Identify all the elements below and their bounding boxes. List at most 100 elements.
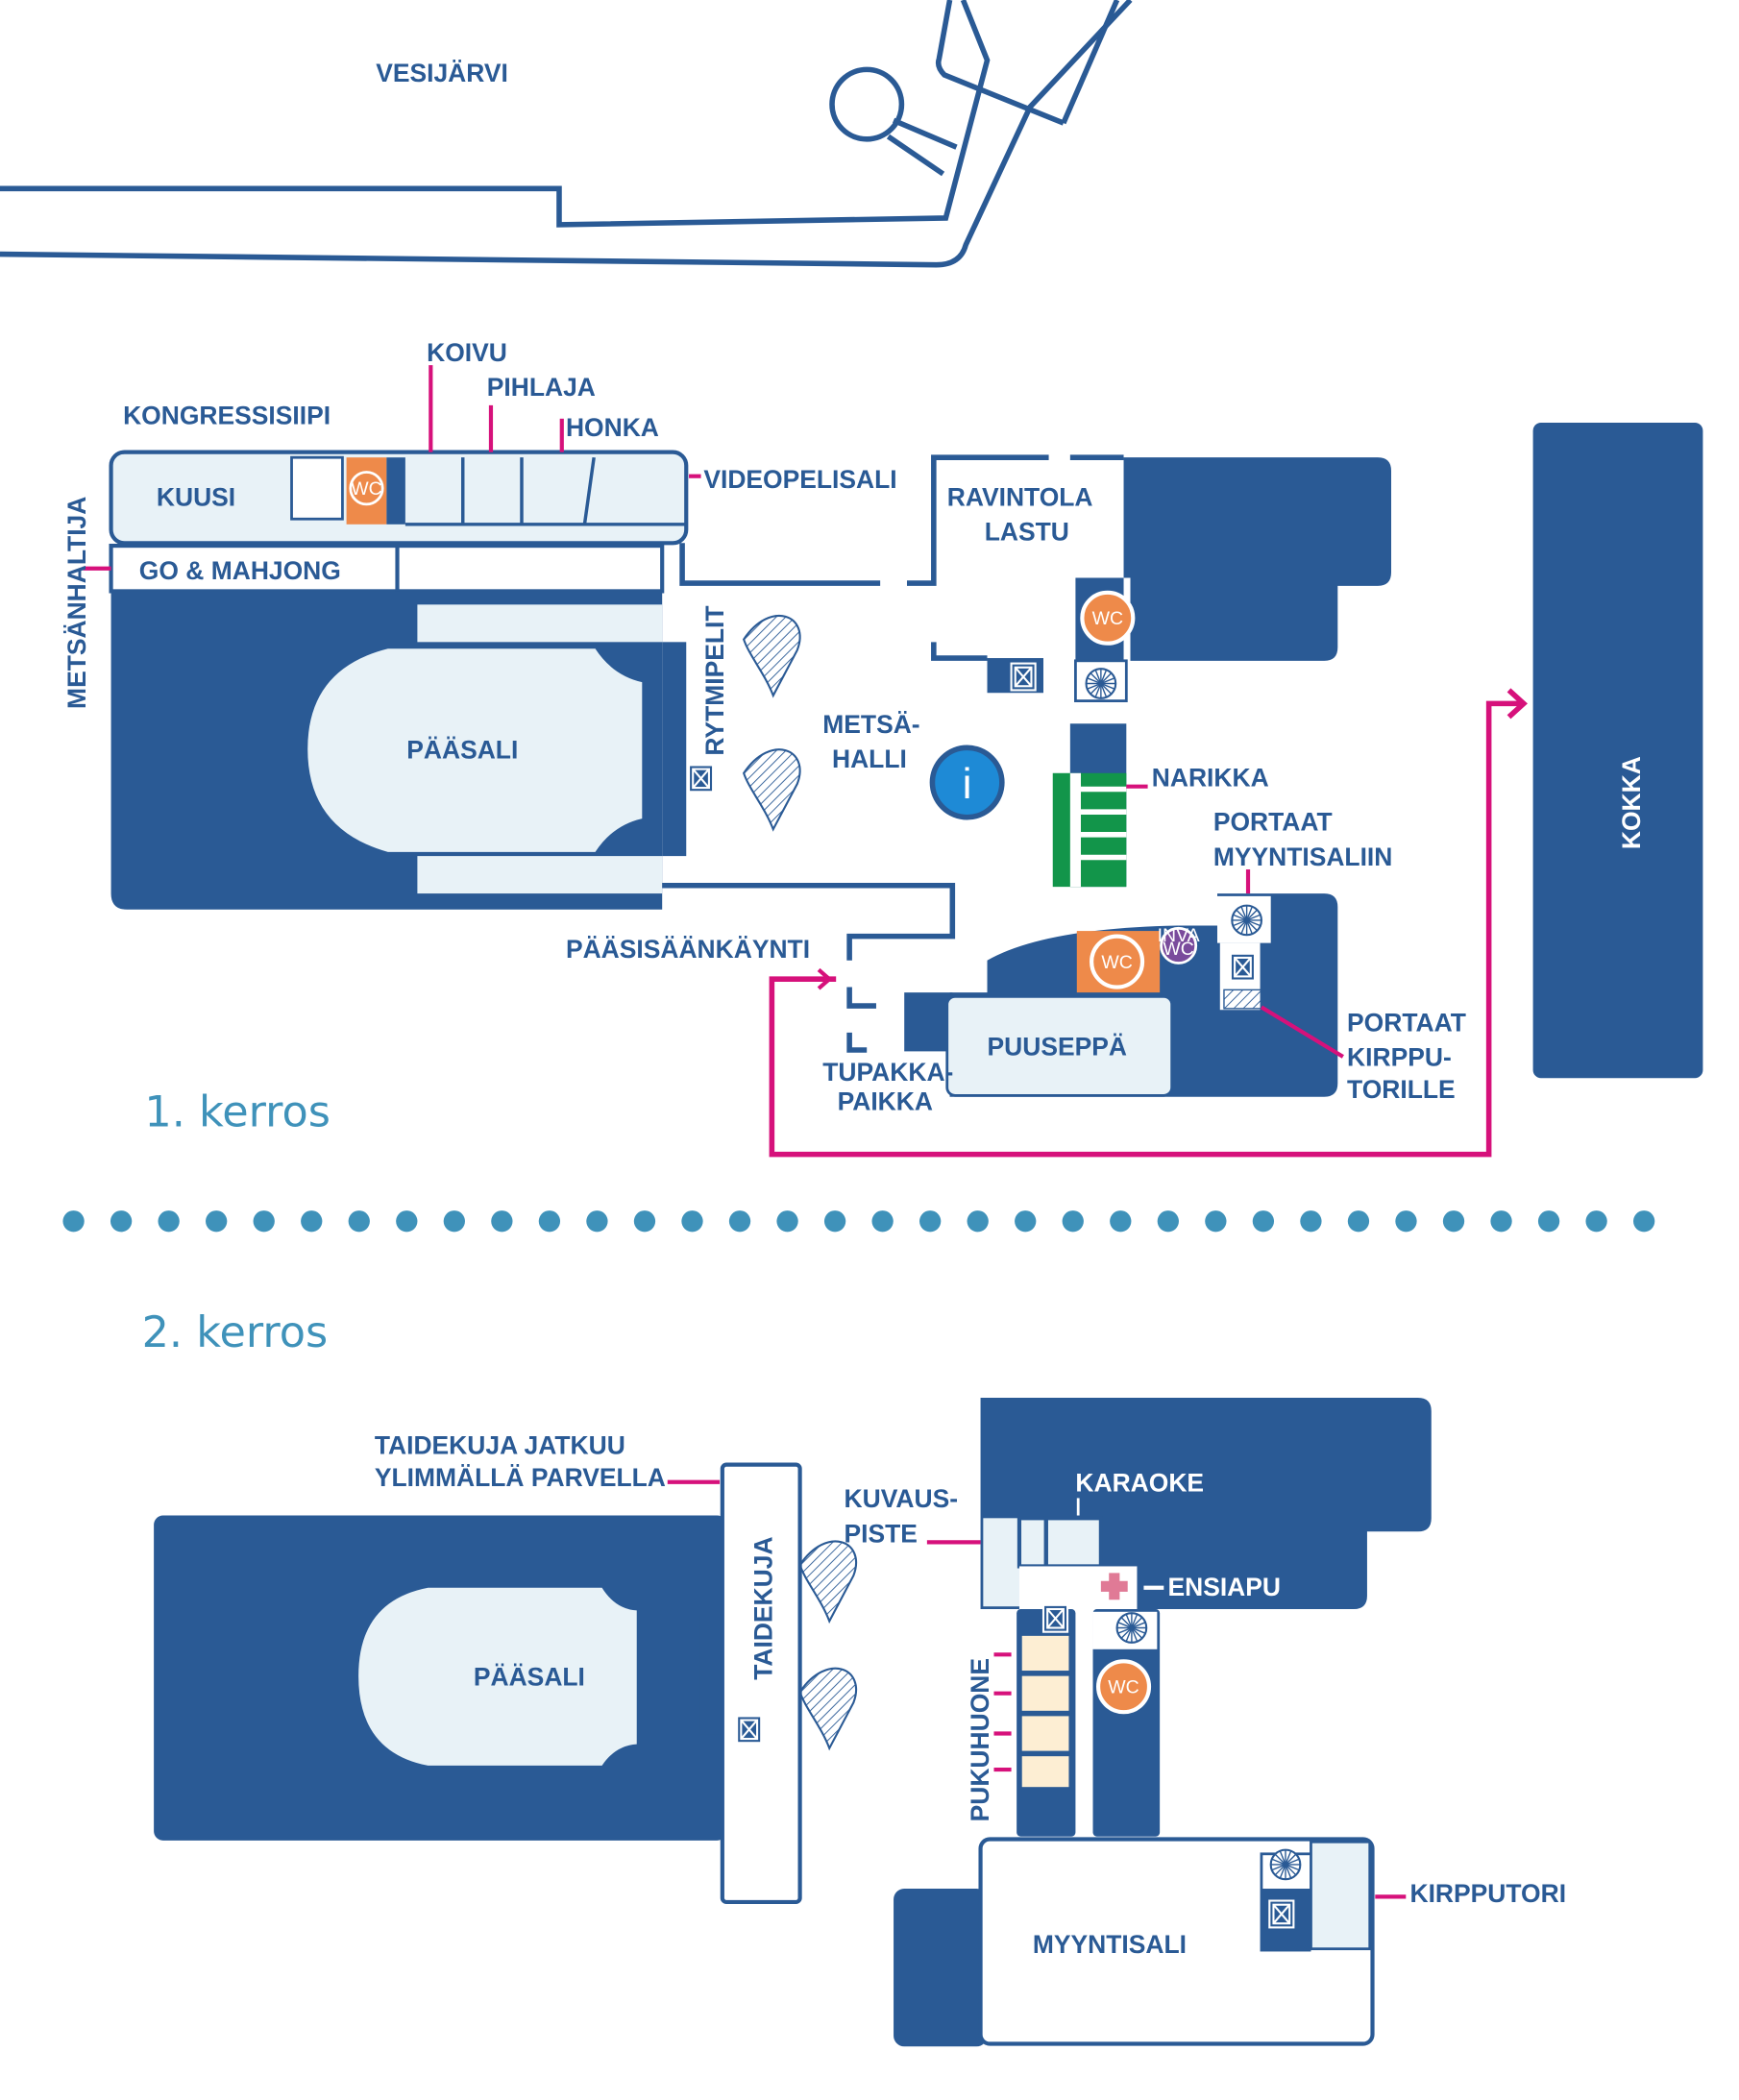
divider-dot xyxy=(586,1210,608,1233)
floor2-plan xyxy=(154,1398,1432,2047)
harbour-outline xyxy=(0,0,1133,268)
svg-text:WC: WC xyxy=(1092,608,1123,629)
stairs-icon xyxy=(1085,668,1117,699)
first-aid-icon xyxy=(1092,1567,1137,1605)
label-paasali-2: PÄÄSALI xyxy=(474,1662,585,1691)
divider-dot xyxy=(1537,1210,1560,1233)
stairs-icon xyxy=(1231,904,1262,937)
divider-dot xyxy=(1252,1210,1275,1233)
floor1-plan xyxy=(83,365,1703,1158)
label-kokka: KOKKA xyxy=(1617,756,1646,849)
divider-dot xyxy=(396,1210,418,1233)
label-kuvauspiste: PISTE xyxy=(845,1519,918,1548)
divider-dot xyxy=(1157,1210,1179,1233)
label-portaat-kirpputorille: PORTAAT xyxy=(1347,1009,1466,1038)
divider-dot xyxy=(158,1210,180,1233)
divider-dot xyxy=(1585,1210,1607,1233)
divider-dot xyxy=(443,1210,465,1233)
svg-text:WC: WC xyxy=(1163,939,1193,960)
svg-text:WC: WC xyxy=(1101,952,1132,973)
floor2-title: 2. kerros xyxy=(142,1307,329,1357)
label-narikka: NARIKKA xyxy=(1152,764,1269,793)
stairs-icon xyxy=(1115,1612,1148,1644)
elevator-icon xyxy=(1041,1603,1069,1633)
label-kirpputori: KIRPPUTORI xyxy=(1409,1879,1566,1908)
divider-dot xyxy=(1110,1210,1132,1233)
divider-dot xyxy=(110,1210,133,1233)
elevator-icon xyxy=(736,1715,763,1745)
label-ensiapu: ENSIAPU xyxy=(1167,1573,1281,1601)
label-pukuhuone: PUKUHUONE xyxy=(966,1658,994,1821)
label-koivu: KOIVU xyxy=(427,338,507,367)
divider-dot xyxy=(1015,1210,1037,1233)
label-portaat-kirpputorille: KIRPPU- xyxy=(1347,1043,1452,1072)
label-go-mahjong: GO & MAHJONG xyxy=(139,556,341,585)
divider-dot xyxy=(1395,1210,1417,1233)
label-portaat-myyntisaliin: PORTAAT xyxy=(1213,808,1333,837)
label-metsanhaltija: METSÄNHALTIJA xyxy=(62,497,91,709)
label-karaoke: KARAOKE xyxy=(1075,1468,1204,1497)
escalator-icon xyxy=(798,1667,858,1749)
divider-dot xyxy=(728,1210,751,1233)
divider-dot xyxy=(967,1210,989,1233)
label-myyntisali: MYYNTISALI xyxy=(1033,1930,1187,1959)
divider-dot xyxy=(1300,1210,1322,1233)
divider-dot xyxy=(301,1210,323,1233)
svg-text:INVA: INVA xyxy=(1158,925,1200,946)
divider-dot xyxy=(871,1210,894,1233)
floor-divider xyxy=(62,1210,1655,1233)
divider-dot xyxy=(538,1210,561,1233)
divider-dot xyxy=(633,1210,656,1233)
label-metsahalli: METSÄ- xyxy=(822,710,919,739)
floor1-title: 1. kerros xyxy=(144,1087,331,1136)
escalator-icon xyxy=(743,748,801,831)
label-kuvauspiste: KUVAUS- xyxy=(845,1484,958,1513)
wc-icon: WC xyxy=(1090,934,1145,989)
label-ravintola: RAVINTOLA xyxy=(947,482,1093,511)
divider-dot xyxy=(1633,1210,1655,1233)
label-rytmipelit: RYTMIPELIT xyxy=(700,606,729,756)
label-tupakkapaikka: PAIKKA xyxy=(838,1087,933,1116)
elevator-icon xyxy=(1229,952,1257,982)
stairs-icon xyxy=(1269,1848,1302,1881)
wc-room xyxy=(346,457,387,525)
escalator-icon xyxy=(743,614,801,697)
divider-dot xyxy=(1205,1210,1227,1233)
elevator-icon xyxy=(1268,1899,1295,1929)
divider-dot xyxy=(823,1210,846,1233)
label-ravintola: LASTU xyxy=(985,518,1069,547)
escalator-icon xyxy=(798,1540,858,1623)
label-metsahalli: HALLI xyxy=(832,745,907,773)
label-pihlaja: PIHLAJA xyxy=(487,373,596,402)
label-paasisaankaynti: PÄÄSISÄÄNKÄYNTI xyxy=(566,935,810,964)
elevator-icon xyxy=(1010,662,1037,692)
narikka-counter xyxy=(1052,772,1127,888)
divider-dot xyxy=(491,1210,513,1233)
label-taidekuja-jatkuu: YLIMMÄLLÄ PARVELLA xyxy=(375,1463,666,1492)
label-portaat-kirpputorille: TORILLE xyxy=(1347,1075,1456,1104)
divider-dot xyxy=(1442,1210,1465,1233)
svg-text:i: i xyxy=(963,761,972,808)
label-portaat-myyntisaliin: MYYNTISALIIN xyxy=(1213,842,1393,871)
label-videopelisali: VIDEOPELISALI xyxy=(703,465,896,494)
svg-text:WC: WC xyxy=(351,478,381,500)
divider-dot xyxy=(1490,1210,1512,1233)
elevator-icon xyxy=(687,764,715,794)
divider-dot xyxy=(253,1210,275,1233)
label-puuseppa: PUUSEPPÄ xyxy=(988,1033,1127,1062)
divider-dot xyxy=(681,1210,703,1233)
divider-dot xyxy=(348,1210,370,1233)
divider-dot xyxy=(776,1210,798,1233)
info-icon[interactable]: i xyxy=(929,745,1005,820)
divider-dot xyxy=(1347,1210,1370,1233)
label-taidekuja-jatkuu: TAIDEKUJA JATKUU xyxy=(375,1430,625,1459)
svg-text:WC: WC xyxy=(1108,1677,1139,1698)
wc-icon: WC xyxy=(349,471,384,506)
wc-icon: WC xyxy=(1080,590,1136,646)
label-kuusi: KUUSI xyxy=(157,482,235,511)
label-kongressisiipi: KONGRESSISIIPI xyxy=(123,401,331,429)
divider-dot xyxy=(206,1210,228,1233)
label-tupakkapaikka: TUPAKKA- xyxy=(822,1058,953,1087)
divider-dot xyxy=(919,1210,942,1233)
